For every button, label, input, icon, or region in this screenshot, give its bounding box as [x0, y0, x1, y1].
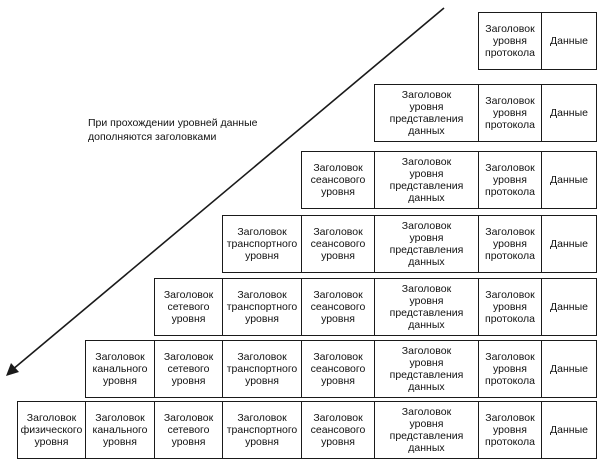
header-cell-pres: Заголовок уровня представления данных: [374, 151, 479, 209]
header-cell-trans: Заголовок транспортного уровня: [222, 215, 302, 273]
header-cell-proto: Заголовок уровня протокола: [477, 215, 543, 273]
header-cell-net: Заголовок сетевого уровня: [153, 340, 224, 398]
header-cell-proto: Заголовок уровня протокола: [477, 84, 543, 142]
header-cell-sess: Заголовок сеансового уровня: [300, 215, 376, 273]
header-cell-pres: Заголовок уровня представления данных: [374, 401, 479, 459]
header-cell-net: Заголовок сетевого уровня: [153, 401, 224, 459]
header-cell-sess: Заголовок сеансового уровня: [300, 151, 376, 209]
header-cell-trans: Заголовок транспортного уровня: [222, 340, 302, 398]
header-cell-data: Данные: [541, 12, 597, 70]
header-cell-data: Данные: [541, 278, 597, 336]
header-cell-chan: Заголовок канального уровня: [85, 401, 155, 459]
header-cell-pres: Заголовок уровня представления данных: [374, 215, 479, 273]
header-cell-trans: Заголовок транспортного уровня: [222, 278, 302, 336]
header-cell-pres: Заголовок уровня представления данных: [374, 278, 479, 336]
header-cell-pres: Заголовок уровня представления данных: [374, 340, 479, 398]
header-cell-trans: Заголовок транспортного уровня: [222, 401, 302, 459]
header-cell-sess: Заголовок сеансового уровня: [300, 278, 376, 336]
header-cell-proto: Заголовок уровня протокола: [477, 278, 543, 336]
header-cell-proto: Заголовок уровня протокола: [477, 151, 543, 209]
header-cell-sess: Заголовок сеансового уровня: [300, 401, 376, 459]
header-cell-data: Данные: [541, 84, 597, 142]
header-cell-data: Данные: [541, 151, 597, 209]
caption-text: При прохождении уровней данные дополняют…: [88, 117, 258, 143]
header-cell-data: Данные: [541, 215, 597, 273]
header-cell-data: Данные: [541, 401, 597, 459]
header-cell-proto: Заголовок уровня протокола: [477, 401, 543, 459]
arrow-line: [11, 7, 445, 371]
header-cell-proto: Заголовок уровня протокола: [477, 340, 543, 398]
header-cell-net: Заголовок сетевого уровня: [153, 278, 224, 336]
header-cell-chan: Заголовок канального уровня: [85, 340, 155, 398]
header-cell-data: Данные: [541, 340, 597, 398]
header-cell-proto: Заголовок уровня протокола: [477, 12, 543, 70]
header-cell-sess: Заголовок сеансового уровня: [300, 340, 376, 398]
header-cell-pres: Заголовок уровня представления данных: [374, 84, 479, 142]
header-cell-phys: Заголовок физического уровня: [16, 401, 87, 459]
arrow-head-icon: [6, 363, 19, 376]
